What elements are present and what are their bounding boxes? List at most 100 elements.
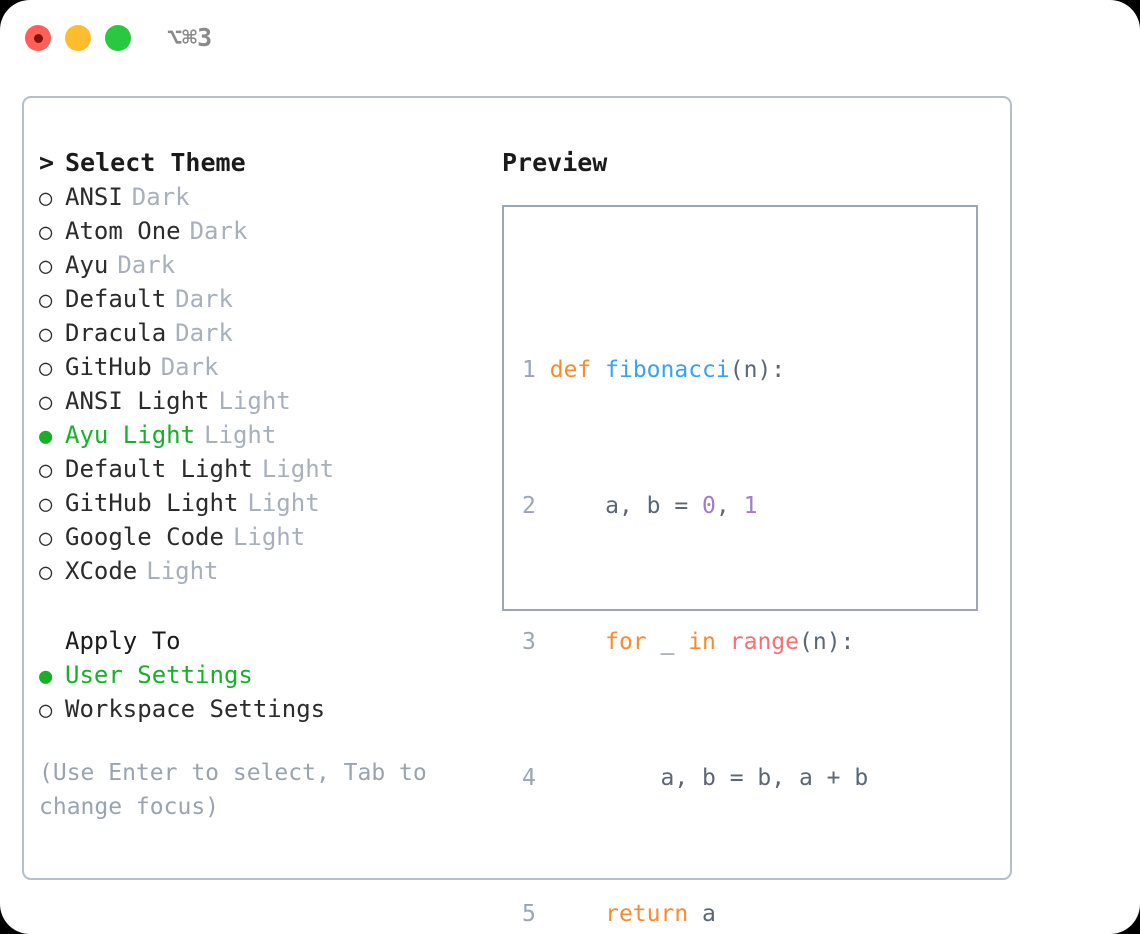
radio-icon[interactable]: ○ xyxy=(39,356,53,381)
caret-icon: > xyxy=(39,148,55,177)
apply-to-heading: Apply To xyxy=(65,627,181,655)
theme-item-ayu-dark[interactable]: ○ Ayu Dark xyxy=(39,248,469,282)
radio-icon[interactable]: ○ xyxy=(39,220,53,245)
radio-icon[interactable]: ○ xyxy=(39,698,53,723)
theme-name: Ayu xyxy=(65,251,109,279)
title-bar: ⌥⌘3 xyxy=(0,0,1140,78)
token-plain: (n): xyxy=(729,357,786,383)
theme-kind: Dark xyxy=(131,183,190,211)
token-plain xyxy=(716,629,730,655)
token-keyword: def xyxy=(549,357,592,383)
radio-icon[interactable]: ○ xyxy=(39,254,53,279)
radio-icon[interactable]: ○ xyxy=(39,560,53,585)
line-number: 2 xyxy=(522,493,536,519)
theme-name: GitHub xyxy=(65,353,152,381)
theme-name: XCode xyxy=(65,557,138,585)
maximize-window-button[interactable] xyxy=(105,25,131,51)
token-keyword: in xyxy=(688,629,716,655)
theme-name: Default xyxy=(65,285,167,313)
code-line: 4 a, b = b, a + b xyxy=(522,761,910,795)
keyboard-hint-text: (Use Enter to select, Tab to change focu… xyxy=(39,760,427,820)
theme-kind: Dark xyxy=(117,251,176,279)
theme-kind: Light xyxy=(261,455,335,483)
token-number: 0 xyxy=(702,493,716,519)
token-plain: , xyxy=(715,493,744,519)
token-plain xyxy=(550,629,605,655)
radio-icon[interactable]: ○ xyxy=(39,322,53,347)
select-theme-heading-label: Select Theme xyxy=(65,148,246,177)
radio-icon[interactable]: ○ xyxy=(39,288,53,313)
theme-kind: Light xyxy=(247,489,320,517)
radio-selected-icon[interactable]: ● xyxy=(39,424,53,449)
radio-selected-icon[interactable]: ● xyxy=(39,664,53,689)
token-plain: a, b = xyxy=(549,493,703,519)
token-plain: a xyxy=(688,901,716,927)
theme-kind: Dark xyxy=(160,353,219,381)
token-keyword: for xyxy=(605,629,647,655)
radio-icon[interactable]: ○ xyxy=(39,186,53,211)
apply-to-label: User Settings xyxy=(65,661,253,689)
token-plain xyxy=(591,357,605,383)
theme-name: GitHub Light xyxy=(65,489,239,517)
theme-kind: Dark xyxy=(189,217,248,245)
keyboard-shortcut-label: ⌥⌘3 xyxy=(167,23,213,52)
theme-item-ansi-dark[interactable]: ○ ANSI Dark xyxy=(39,180,469,214)
radio-icon[interactable]: ○ xyxy=(39,492,53,517)
code-line: 1 def fibonacci(n): xyxy=(522,353,910,387)
section-divider xyxy=(39,588,469,624)
apply-to-workspace-settings[interactable]: ○Workspace Settings xyxy=(39,692,469,726)
theme-item-ansi-light[interactable]: ○ ANSI Light Light xyxy=(39,384,469,418)
token-number: 1 xyxy=(743,493,758,519)
preview-heading: Preview xyxy=(502,148,608,177)
apply-to-user-settings[interactable]: ● User Settings xyxy=(39,658,469,692)
select-theme-heading: > Select Theme xyxy=(39,146,469,180)
theme-item-default-dark[interactable]: ○ Default Dark xyxy=(39,282,469,316)
theme-item-ayu-light[interactable]: ● Ayu Light Light xyxy=(39,418,469,452)
line-number: 3 xyxy=(522,629,536,655)
radio-icon[interactable]: ○ xyxy=(39,458,53,483)
minimize-window-button[interactable] xyxy=(65,25,91,51)
theme-kind: Light xyxy=(146,557,219,585)
theme-item-default-light[interactable]: ○ Default Light Light xyxy=(39,452,469,486)
radio-icon[interactable]: ○ xyxy=(39,526,53,551)
theme-item-xcode[interactable]: ○ XCode Light xyxy=(39,554,469,588)
token-plain: (n): xyxy=(799,629,855,655)
preview-column: Preview 1 def fibonacci(n): 2 a, b = 0, … xyxy=(502,146,992,927)
token-plain: a, b = b, a + b xyxy=(549,765,869,791)
theme-name: Google Code xyxy=(65,523,224,551)
radio-icon[interactable]: ○ xyxy=(39,390,53,415)
theme-item-github-dark[interactable]: ○ GitHub Dark xyxy=(39,350,469,384)
token-plain: _ xyxy=(646,629,689,655)
code-line: 2 a, b = 0, 1 xyxy=(522,489,910,523)
line-number: 1 xyxy=(522,357,536,383)
token-builtin: range xyxy=(729,629,800,655)
line-number: 4 xyxy=(522,765,536,791)
traffic-lights xyxy=(25,25,131,51)
preview-box: 1 def fibonacci(n): 2 a, b = 0, 1 3 for … xyxy=(502,205,978,927)
token-function: fibonacci xyxy=(605,357,730,383)
theme-name: Atom One xyxy=(65,217,181,245)
theme-name: ANSI xyxy=(65,183,123,211)
code-line: 5 return a xyxy=(522,897,910,931)
theme-kind: Light xyxy=(232,523,306,551)
theme-name: Default Light xyxy=(65,455,253,483)
token-plain xyxy=(550,901,605,927)
line-number: 5 xyxy=(522,901,536,927)
theme-kind: Light xyxy=(218,387,291,415)
theme-kind: Light xyxy=(204,421,277,449)
theme-item-github-light[interactable]: ○ GitHub Light Light xyxy=(39,486,469,520)
theme-name: Ayu Light xyxy=(65,421,196,449)
theme-name: Dracula xyxy=(65,319,167,347)
token-keyword: return xyxy=(605,901,689,927)
theme-item-atom-one-dark[interactable]: ○ Atom One Dark xyxy=(39,214,469,248)
theme-kind: Dark xyxy=(175,285,233,313)
code-sample: 1 def fibonacci(n): 2 a, b = 0, 1 3 for … xyxy=(522,251,910,934)
theme-item-dracula-dark[interactable]: ○ Dracula Dark xyxy=(39,316,469,350)
theme-name: ANSI Light xyxy=(65,387,210,415)
theme-kind: Dark xyxy=(175,319,233,347)
close-window-button[interactable] xyxy=(25,25,51,51)
theme-item-google-code[interactable]: ○ Google Code Light xyxy=(39,520,469,554)
